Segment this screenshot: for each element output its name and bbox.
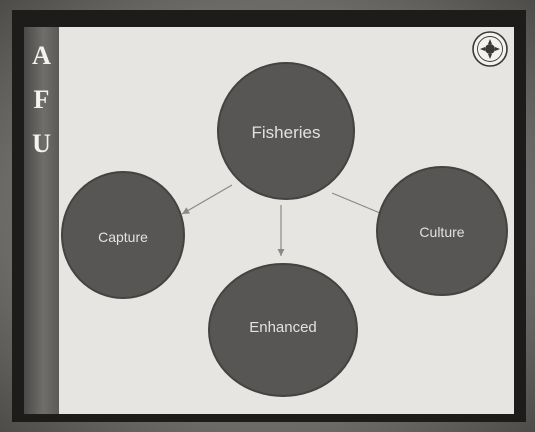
slide-sidebar: A F U [24,27,59,414]
node-enhanced-label: Enhanced [249,319,317,336]
sidebar-letter-a: A [32,41,51,70]
diagram-edges [181,184,381,256]
university-seal-logo [472,31,508,67]
edge-fisheries-capture [181,184,233,215]
sidebar-letter-u: U [32,129,51,158]
node-fisheries-label: Fisheries [252,123,321,142]
diagram-canvas: Fisheries Capture Culture Enhanced [61,31,508,397]
node-culture: Culture [376,166,508,296]
presentation-slide: A F U Fisheries Capture Culture [24,27,514,414]
node-capture-label: Capture [98,229,148,245]
node-fisheries: Fisheries [217,62,355,200]
node-capture: Capture [61,171,185,299]
node-culture-label: Culture [419,224,464,240]
sidebar-letter-f: F [33,85,50,114]
node-enhanced: Enhanced [208,263,358,397]
edge-fisheries-culture [331,192,381,214]
